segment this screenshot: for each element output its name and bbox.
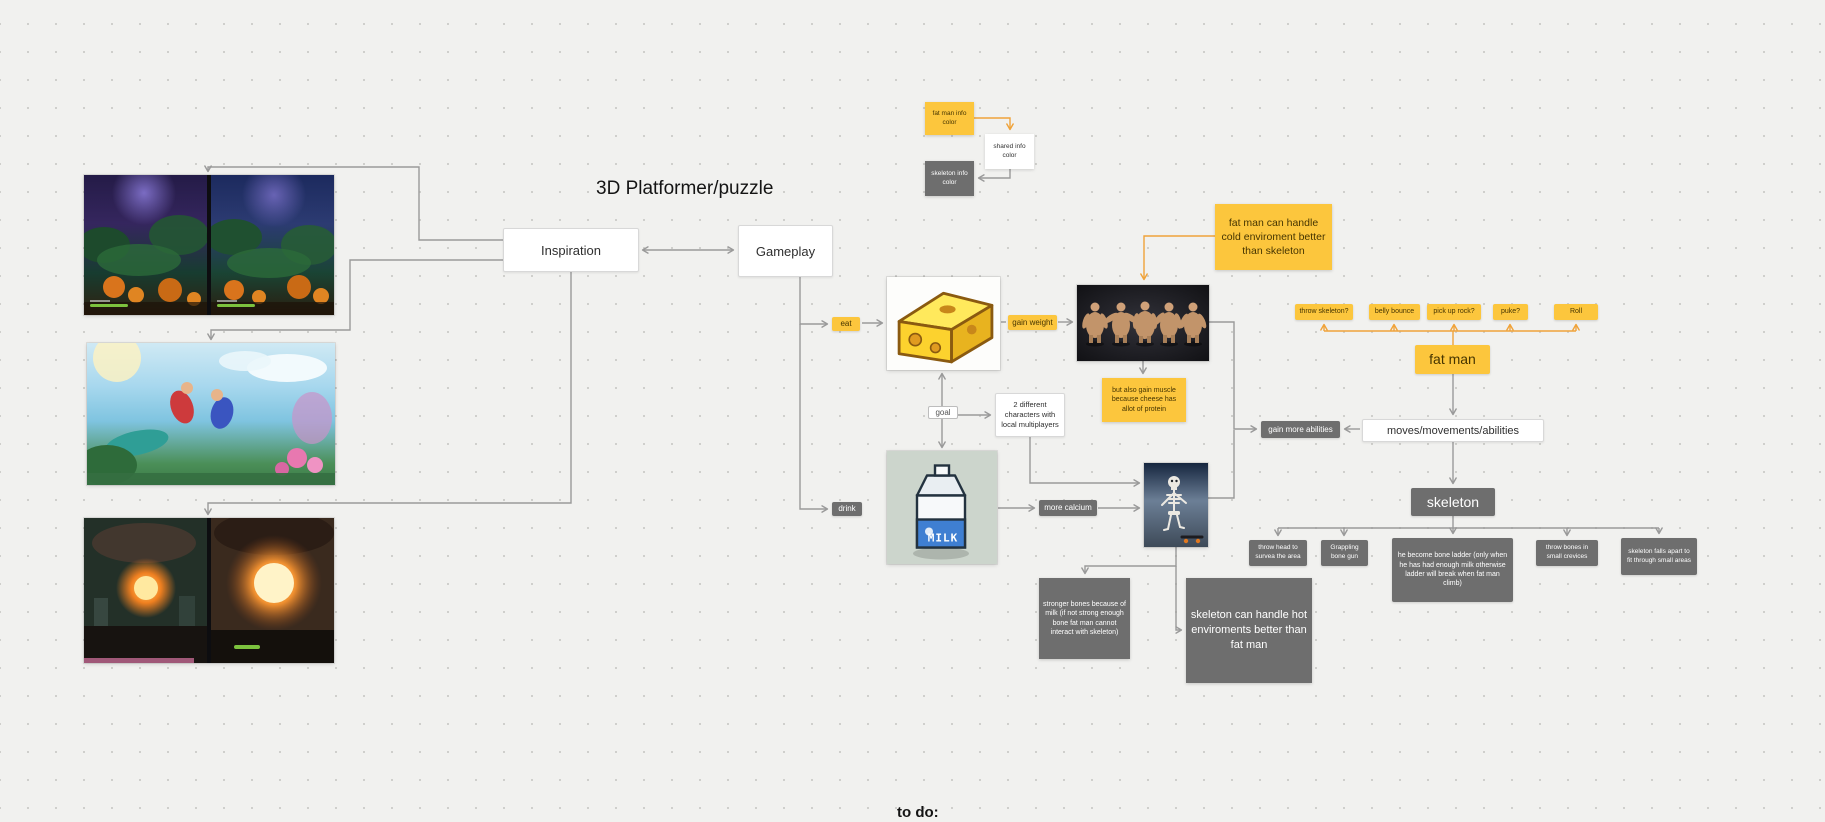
gameplay-box-label: Gameplay [755,243,816,259]
ability-roll-text: Roll [1569,307,1583,315]
ability-falls-apart-text: skeleton falls apart to fit through smal… [1627,547,1691,564]
fat-man-image[interactable] [1077,285,1209,361]
inspiration-box[interactable]: Inspiration [503,228,639,272]
two-characters-box[interactable]: 2 different characters with local multip… [995,393,1065,437]
milk-carton-text: MILK [928,532,959,545]
cheese-image[interactable] [887,277,1000,370]
ability-pick-up-rock[interactable]: pick up rock? [1427,304,1481,320]
page-title[interactable]: 3D Platformer/puzzle [596,178,774,199]
moves-box[interactable]: moves/movements/abilities [1362,419,1544,442]
garden-splitscreen-art [84,175,334,315]
inspiration-image-2[interactable] [87,343,335,485]
explosion-splitscreen-art [84,518,334,663]
two-characters-box-label: 2 different characters with local multip… [1001,399,1059,430]
ability-belly-bounce[interactable]: belly bounce [1369,304,1420,320]
hot-environment-note[interactable]: skeleton can handle hot enviroments bett… [1186,578,1312,683]
inspiration-image-3[interactable] [84,518,334,663]
skeleton-image[interactable] [1144,463,1208,547]
hot-environment-note-text: skeleton can handle hot enviroments bett… [1190,609,1308,651]
stronger-bones-note[interactable]: stronger bones because of milk (if not s… [1039,578,1130,659]
gameplay-box[interactable]: Gameplay [738,225,833,277]
muscle-note-text: but also gain muscle because cheese has … [1111,386,1177,413]
inspiration-image-1[interactable] [84,175,334,315]
ability-puke-text: puke? [1500,307,1521,315]
skeleton-node-text: skeleton [1426,493,1480,510]
ability-pick-up-rock-text: pick up rock? [1433,307,1475,315]
ability-puke[interactable]: puke? [1493,304,1528,320]
keyart-characters-art [87,343,335,485]
legend-shared-info-sticky[interactable]: shared info color [985,134,1034,169]
inspiration-box-label: Inspiration [541,242,601,258]
ability-roll[interactable]: Roll [1554,304,1598,320]
muscle-note[interactable]: but also gain muscle because cheese has … [1102,378,1186,422]
more-calcium-label-text: more calcium [1044,503,1092,513]
gain-more-abilities-label-text: gain more abilities [1268,424,1333,434]
moves-box-label: moves/movements/abilities [1386,424,1520,437]
cheese-pixel-art [897,291,994,364]
skeleton-art [1144,463,1208,547]
cold-environment-note[interactable]: fat man can handle cold enviroment bette… [1215,204,1332,270]
ability-bone-ladder-text: he become bone ladder (only when he has … [1397,552,1508,588]
legend-skeleton-info-sticky[interactable]: skeleton info color [925,161,974,196]
legend-fat-man-info-sticky[interactable]: fat man info color [925,102,974,135]
ability-belly-bounce-text: belly bounce [1374,307,1415,315]
ability-bone-ladder[interactable]: he become bone ladder (only when he has … [1392,538,1513,602]
ability-falls-apart[interactable]: skeleton falls apart to fit through smal… [1621,538,1697,575]
eat-label[interactable]: eat [832,317,860,331]
ability-throw-head[interactable]: throw head to survea the area [1249,540,1307,566]
fat-man-node-text: fat man [1429,351,1476,368]
fat-man-model-art [1077,285,1209,361]
fat-man-node[interactable]: fat man [1415,345,1490,374]
gain-weight-label[interactable]: gain weight [1008,315,1057,330]
goal-label[interactable]: goal [928,406,958,419]
skeleton-node[interactable]: skeleton [1411,488,1495,516]
gain-more-abilities-label[interactable]: gain more abilities [1261,421,1340,438]
more-calcium-label[interactable]: more calcium [1039,500,1097,516]
legend-fat-man-info-label: fat man info color [932,109,967,126]
ability-throw-bones-text: throw bones in small crevices [1545,544,1589,560]
milk-image[interactable]: MILK [887,451,997,564]
ability-throw-bones[interactable]: throw bones in small crevices [1536,540,1598,566]
drink-label-text: drink [838,504,856,514]
ability-throw-skeleton-text: throw skeleton? [1299,307,1349,315]
legend-shared-info-label: shared info color [993,142,1026,159]
milk-pixel-art: MILK [913,464,969,560]
goal-label-text: goal [935,408,951,417]
cold-environment-note-text: fat man can handle cold enviroment bette… [1221,216,1326,258]
ability-grappling-bone-gun[interactable]: Grappling bone gun [1321,540,1368,566]
gain-weight-label-text: gain weight [1012,317,1053,327]
stronger-bones-note-text: stronger bones because of milk (if not s… [1043,600,1126,636]
ability-throw-skeleton[interactable]: throw skeleton? [1295,304,1353,320]
legend-skeleton-info-label: skeleton info color [931,169,968,186]
ability-throw-head-text: throw head to survea the area [1255,544,1301,560]
eat-label-text: eat [840,319,852,329]
ability-grappling-bone-gun-text: Grappling bone gun [1330,544,1359,560]
todo-heading[interactable]: to do: [897,804,939,821]
drink-label[interactable]: drink [832,502,862,516]
